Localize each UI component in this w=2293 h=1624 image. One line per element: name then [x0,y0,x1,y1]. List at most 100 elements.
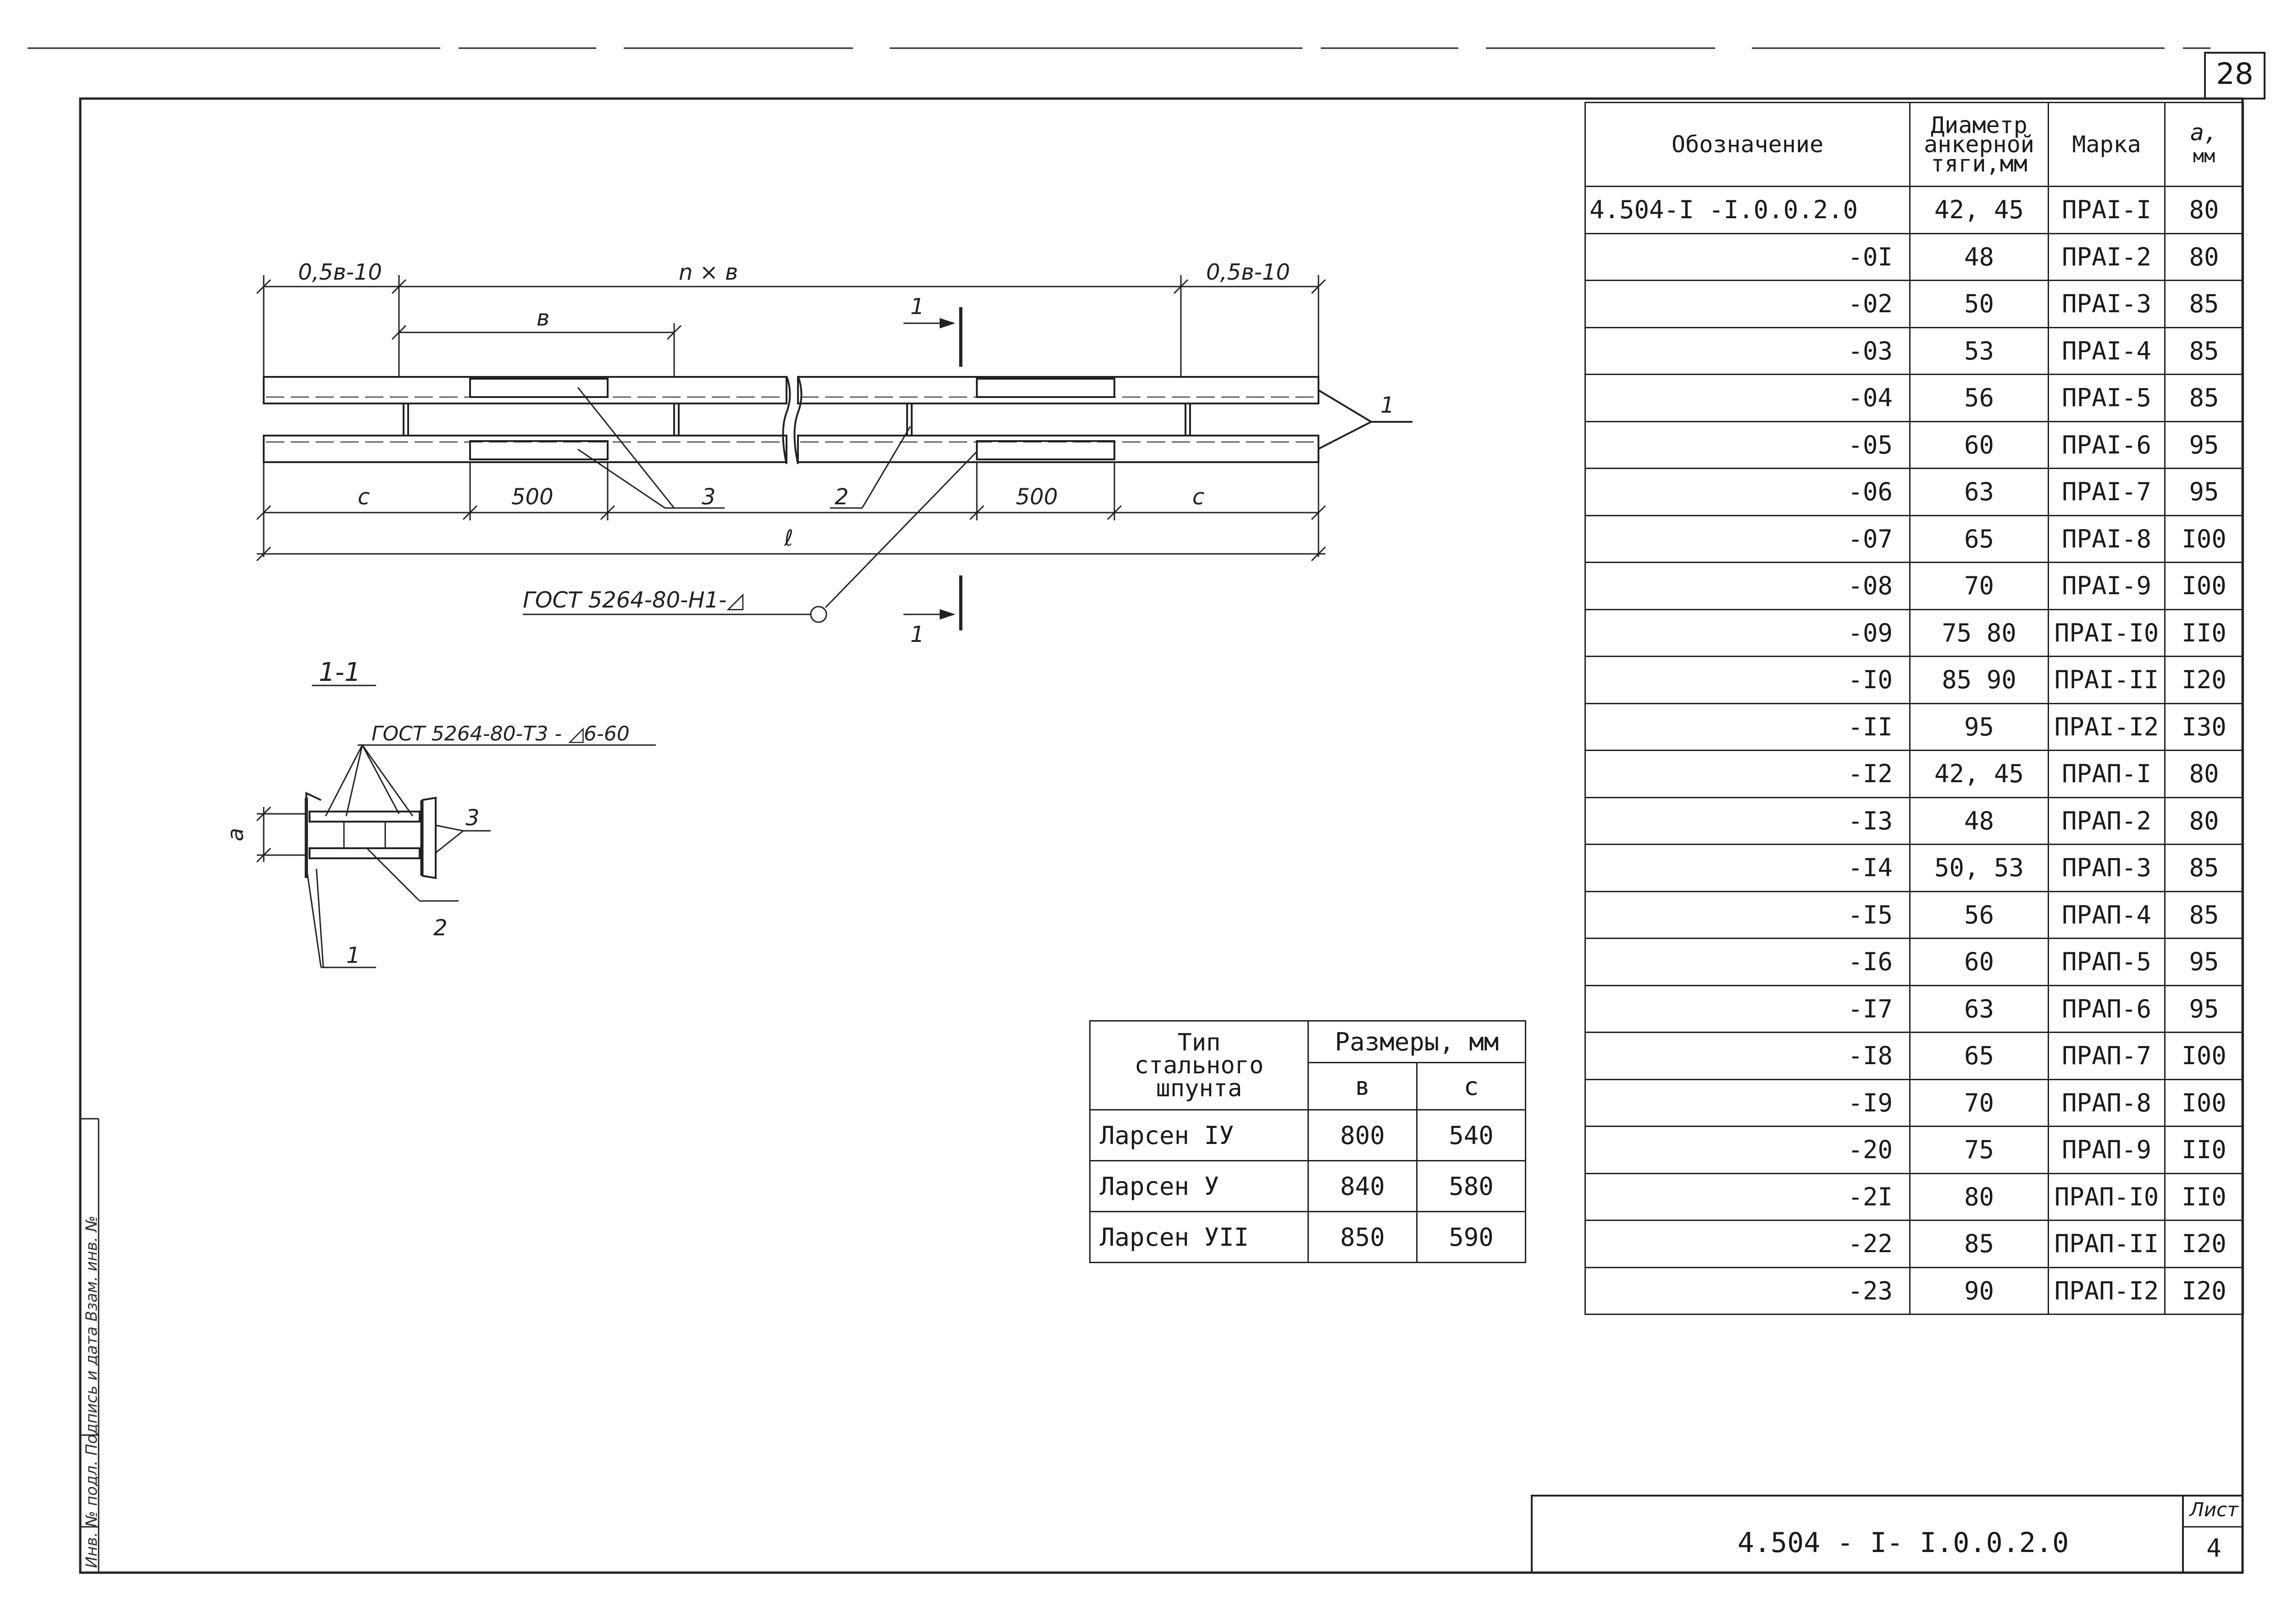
cell-diameter: 60 [1909,420,2049,469]
cell-designation: -I4 [1584,844,1911,892]
section-weld-note: ГОСТ 5264-80-Т3 - ◿6-60 [371,722,630,746]
callout-3-label: 3 [702,484,716,510]
cell-mark: ПРАП-3 [2048,844,2166,892]
cell-mark: ПРАП-6 [2048,984,2166,1033]
cell-designation: -I5 [1584,890,1911,939]
cell-mark: ПРАI-3 [2048,280,2166,328]
cell-type: Ларсен У [1089,1160,1309,1212]
side-stamp: Инв. № подл. Подпись и дата Взам. инв. № [83,1215,101,1568]
cell-mark: ПРАI-II [2048,656,2166,704]
cell-a: 95 [2164,468,2244,516]
cell-diameter: 50 [1909,280,2049,328]
cell-designation: -02 [1584,280,1911,328]
section-1-1-view [256,685,656,968]
cell-mark: ПРАП-7 [2048,1032,2166,1080]
cell-a: 85 [2164,844,2244,892]
sheet-label: Лист [2189,1498,2238,1521]
cell-mark: ПРАI-I [2048,186,2166,234]
cell-designation: -06 [1584,468,1911,516]
cell-designation: -05 [1584,420,1911,469]
cell-designation: -I7 [1584,984,1911,1033]
cell-diameter: 85 [1909,1220,2049,1268]
dim-c-right-label: с [1192,484,1204,510]
cell-designation: -09 [1584,608,1911,657]
cell-mark: ПРАI-7 [2048,468,2166,516]
dim-left-label: 0,5в-10 [298,260,382,285]
cell-designation: -I8 [1584,1032,1911,1080]
cell-diameter: 60 [1909,938,2049,986]
cell-a: I20 [2164,1220,2244,1268]
cell-a: I00 [2164,1032,2244,1080]
cell-a: 95 [2164,984,2244,1033]
cell-diameter: 50, 53 [1909,844,2049,892]
cell-diameter: 65 [1909,514,2049,563]
sizes-subheader-row: в с [1090,1062,1526,1110]
cell-designation: -I2 [1584,750,1911,798]
cell-designation: -04 [1584,374,1911,422]
section-callout-1-label: 1 [346,943,360,968]
header-sizes: Размеры, мм [1307,1020,1526,1063]
cell-mark: ПРАI-I2 [2048,702,2166,751]
cell-diameter: 56 [1909,374,2049,422]
cell-a: 85 [2164,280,2244,328]
cell-designation: -II [1584,702,1911,751]
header-c: с [1416,1062,1526,1110]
section-title: 1-1 [319,657,360,687]
cell-a: II0 [2164,1126,2244,1174]
cell-designation: -I3 [1584,796,1911,845]
cell-designation: -I0 [1584,656,1911,704]
cell-a: I00 [2164,1078,2244,1127]
cell-diameter: 63 [1909,468,2049,516]
spec-table-header: Обозначение Диаметр анкерной тяги,мм Мар… [1584,102,2244,187]
header-mark: Марка [2048,102,2166,187]
cell-mark: ПРАП-4 [2048,890,2166,939]
cell-diameter: 42, 45 [1909,750,2049,798]
cell-a: 80 [2164,750,2244,798]
cell-diameter: 80 [1909,1172,2049,1221]
header-a: а, мм [2164,102,2244,187]
cell-designation: -I6 [1584,938,1911,986]
sheet-number: 28 [2216,57,2254,91]
cell-diameter: 70 [1909,1078,2049,1127]
cell-diameter: 85 90 [1909,656,2049,704]
cell-designation: -08 [1584,562,1911,610]
cell-a: II0 [2164,608,2244,657]
header-b: в [1307,1062,1418,1110]
cell-mark: ПРАП-8 [2048,1078,2166,1127]
cell-a: 95 [2164,420,2244,469]
cell-designation: -2I [1584,1172,1911,1221]
cell-designation: -23 [1584,1266,1911,1315]
cell-c: 580 [1416,1160,1526,1212]
sizes-header-row: Тип стального шпунта Размеры, мм [1089,1020,1526,1110]
cell-diameter: 48 [1909,796,2049,845]
cell-mark: ПРАI-6 [2048,420,2166,469]
cell-diameter: 56 [1909,890,2049,939]
cell-designation: -22 [1584,1220,1911,1268]
cell-b: 800 [1307,1109,1418,1161]
section-callout-3-label: 3 [465,805,480,831]
header-designation: Обозначение [1584,102,1911,187]
cell-c: 540 [1416,1109,1526,1161]
cell-a: 80 [2164,186,2244,234]
callout-1-label: 1 [1380,392,1395,418]
cell-a: I30 [2164,702,2244,751]
cell-diameter: 90 [1909,1266,2049,1315]
cell-c: 590 [1416,1211,1526,1263]
